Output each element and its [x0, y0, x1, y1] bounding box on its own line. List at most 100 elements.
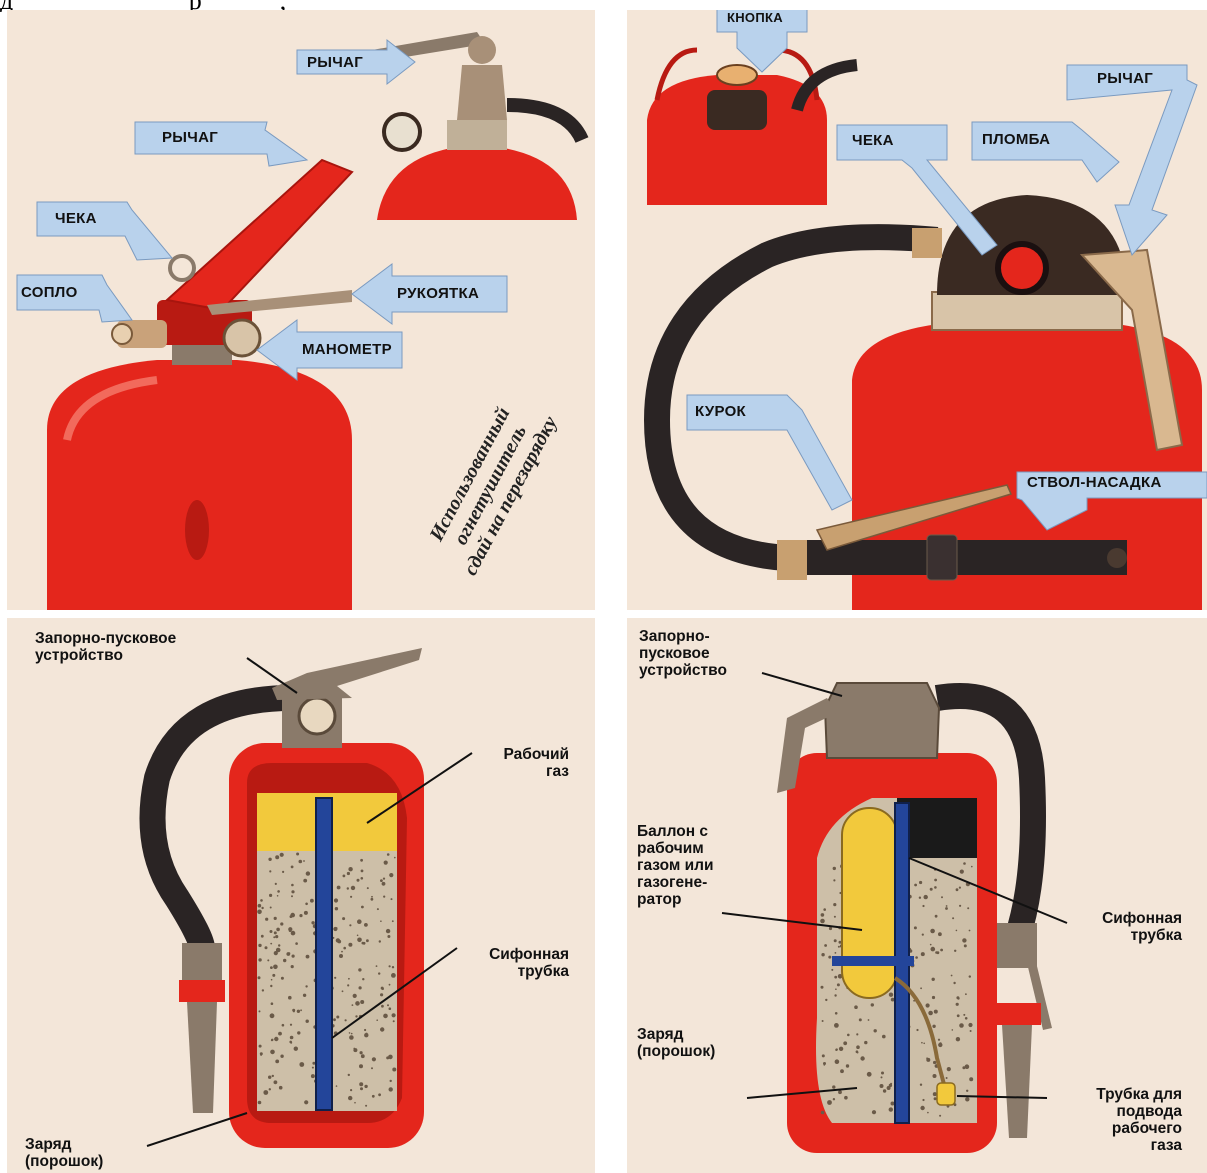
powder-speck	[347, 984, 349, 986]
powder-speck	[336, 1016, 339, 1019]
powder-speck	[303, 994, 306, 997]
powder-speck	[825, 999, 827, 1001]
powder-speck	[348, 978, 350, 980]
powder-speck	[291, 866, 294, 869]
powder-speck	[952, 1029, 954, 1031]
powder-speck	[935, 915, 938, 918]
powder-speck	[871, 1003, 874, 1006]
powder-speck	[260, 899, 263, 902]
powder-speck	[881, 1072, 884, 1075]
powder-speck	[310, 899, 314, 903]
powder-speck	[278, 1032, 282, 1036]
powder-speck	[274, 1037, 278, 1041]
powder-speck	[380, 1027, 384, 1031]
powder-speck	[347, 887, 349, 889]
powder-speck	[916, 1029, 918, 1031]
powder-speck	[288, 996, 292, 1000]
powder-speck	[306, 871, 310, 875]
powder-speck	[834, 994, 836, 996]
powder-speck	[371, 1067, 373, 1069]
powder-speck	[334, 977, 336, 979]
powder-speck	[383, 1014, 388, 1019]
arrow-lever	[135, 122, 307, 166]
powder-speck	[283, 959, 286, 962]
panel-powder-extinguisher-head: РЫЧАГ РЫЧАГ ЧЕКА СОПЛО РУКОЯТКА МАНОМЕТР…	[7, 10, 595, 610]
panel-cutaway-cartridge-type: Запорно-пусковое устройство Рабочий газ …	[7, 618, 595, 1173]
powder-speck	[389, 1087, 393, 1091]
powder-speck	[272, 974, 275, 977]
powder-speck	[831, 969, 833, 971]
powder-speck	[279, 1086, 283, 1090]
powder-speck	[383, 896, 385, 898]
powder-speck	[867, 1072, 872, 1077]
powder-speck	[275, 855, 279, 859]
powder-speck	[938, 1039, 940, 1041]
powder-speck	[392, 1013, 396, 1017]
powder-speck	[934, 1097, 937, 1100]
powder-speck	[880, 1084, 884, 1088]
powder-speck	[923, 1043, 925, 1045]
powder-speck	[268, 1076, 271, 1079]
powder-speck	[361, 1054, 365, 1058]
pin	[998, 244, 1046, 292]
powder-speck	[357, 879, 360, 882]
powder-speck	[362, 978, 364, 980]
powder-speck	[820, 919, 825, 924]
panel2-illustration	[627, 10, 1207, 610]
powder-speck	[380, 993, 383, 996]
powder-speck	[303, 860, 305, 862]
label-pin: ЧЕКА	[55, 210, 97, 227]
valve-head	[825, 683, 939, 758]
powder-speck	[891, 1102, 895, 1106]
pin	[170, 256, 194, 280]
powder-speck	[258, 1101, 262, 1105]
powder-speck	[833, 1098, 835, 1100]
powder-speck	[358, 968, 361, 971]
powder-speck	[889, 1107, 893, 1111]
powder-speck	[299, 1062, 304, 1067]
powder-speck	[268, 858, 271, 861]
powder-speck	[291, 931, 296, 936]
powder-speck	[932, 978, 935, 981]
powder-speck	[821, 953, 824, 956]
label-trigger: КУРОК	[695, 403, 746, 420]
powder-speck	[355, 1001, 360, 1006]
powder-speck	[274, 931, 277, 934]
powder-speck	[343, 875, 346, 878]
powder-speck	[367, 887, 369, 889]
powder-speck	[348, 1074, 350, 1076]
powder-speck	[296, 853, 299, 856]
powder-speck	[339, 954, 343, 958]
powder-speck	[265, 918, 268, 921]
powder-speck	[305, 985, 307, 987]
gauge	[224, 320, 260, 356]
powder-speck	[297, 1010, 300, 1013]
powder-speck	[270, 966, 273, 969]
label-valve: Запорно- пусковое устройство	[639, 628, 727, 679]
panel-extinguisher-trigger-head: КНОПКА РЫЧАГ ЧЕКА ПЛОМБА КУРОК СТВОЛ-НАС…	[627, 10, 1207, 610]
powder-speck	[362, 942, 365, 945]
powder-speck	[947, 1067, 951, 1071]
powder-speck	[823, 908, 826, 911]
powder-speck	[372, 1057, 376, 1061]
powder-speck	[297, 1031, 300, 1034]
powder-speck	[834, 939, 837, 942]
powder-speck	[833, 867, 836, 870]
powder-speck	[822, 1020, 824, 1022]
powder-speck	[280, 853, 284, 857]
powder-speck	[951, 975, 953, 977]
powder-speck	[342, 990, 344, 992]
powder-speck	[393, 1020, 395, 1022]
powder-speck	[275, 935, 278, 938]
powder-speck	[835, 1012, 838, 1015]
powder-speck	[263, 1090, 268, 1095]
label-seal: ПЛОМБА	[982, 131, 1050, 148]
powder-speck	[836, 1048, 838, 1050]
powder-speck	[387, 1004, 389, 1006]
label-barrel: СТВОЛ-НАСАДКА	[1027, 474, 1162, 491]
powder-speck	[380, 879, 383, 882]
powder-speck	[969, 1077, 973, 1081]
powder-speck	[348, 943, 352, 947]
powder-speck	[924, 895, 928, 899]
powder-speck	[364, 923, 368, 927]
